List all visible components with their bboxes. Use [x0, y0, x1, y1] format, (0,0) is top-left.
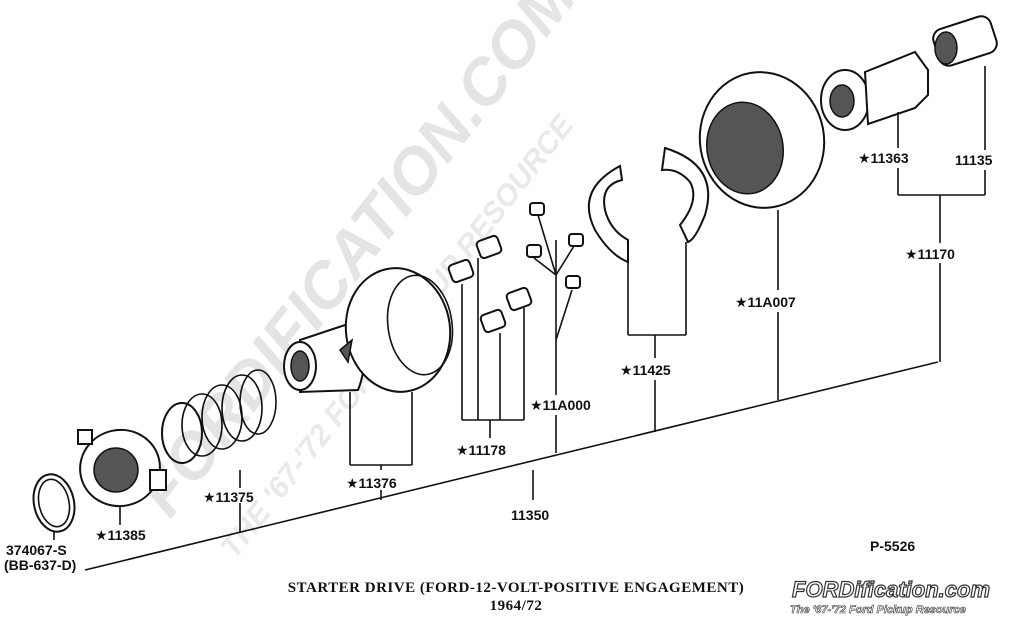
retainer-washers-part — [587, 146, 710, 264]
label-11178: ★11178 — [456, 442, 506, 458]
bushing-part — [932, 15, 998, 67]
label-11425: ★11425 — [620, 362, 671, 378]
label-11385: ★11385 — [95, 527, 146, 543]
label-11a000: ★11A000 — [530, 397, 591, 413]
figure-id: P-5526 — [870, 538, 915, 554]
label-bb-637-d: (BB-637-D) — [4, 557, 76, 573]
roller-springs-part — [526, 202, 584, 289]
spring-part — [161, 369, 277, 464]
label-11135: 11135 — [955, 152, 993, 168]
logo-subtext: The '67-'72 Ford Pickup Resource — [790, 604, 966, 616]
label-11363: ★11363 — [858, 150, 909, 166]
logo-text: FORDification.com — [792, 577, 990, 602]
label-11a007: ★11A007 — [735, 294, 796, 310]
watermark-text: FORDIFICATION.COM — [124, 0, 590, 529]
caption-title: STARTER DRIVE (FORD-12-VOLT-POSITIVE ENG… — [288, 580, 744, 596]
clutch-housing-part — [698, 71, 826, 209]
caption-years: 1964/72 — [490, 598, 543, 614]
label-11170: ★11170 — [905, 246, 955, 262]
sleeve-part — [283, 267, 454, 394]
pinion-gear-part — [820, 50, 929, 131]
retaining-ring-part — [32, 473, 76, 533]
main-axis-line — [84, 361, 939, 571]
label-11376: ★11376 — [346, 475, 397, 491]
rollers-part — [447, 234, 533, 334]
label-11350: 11350 — [511, 507, 549, 523]
label-374067-s: 374067-S — [6, 542, 67, 558]
leader-lines — [53, 66, 986, 540]
label-11375: ★11375 — [203, 489, 254, 505]
fordification-logo: FORDification.com The '67-'72 Ford Picku… — [790, 576, 991, 616]
stop-ring-part — [77, 428, 167, 508]
